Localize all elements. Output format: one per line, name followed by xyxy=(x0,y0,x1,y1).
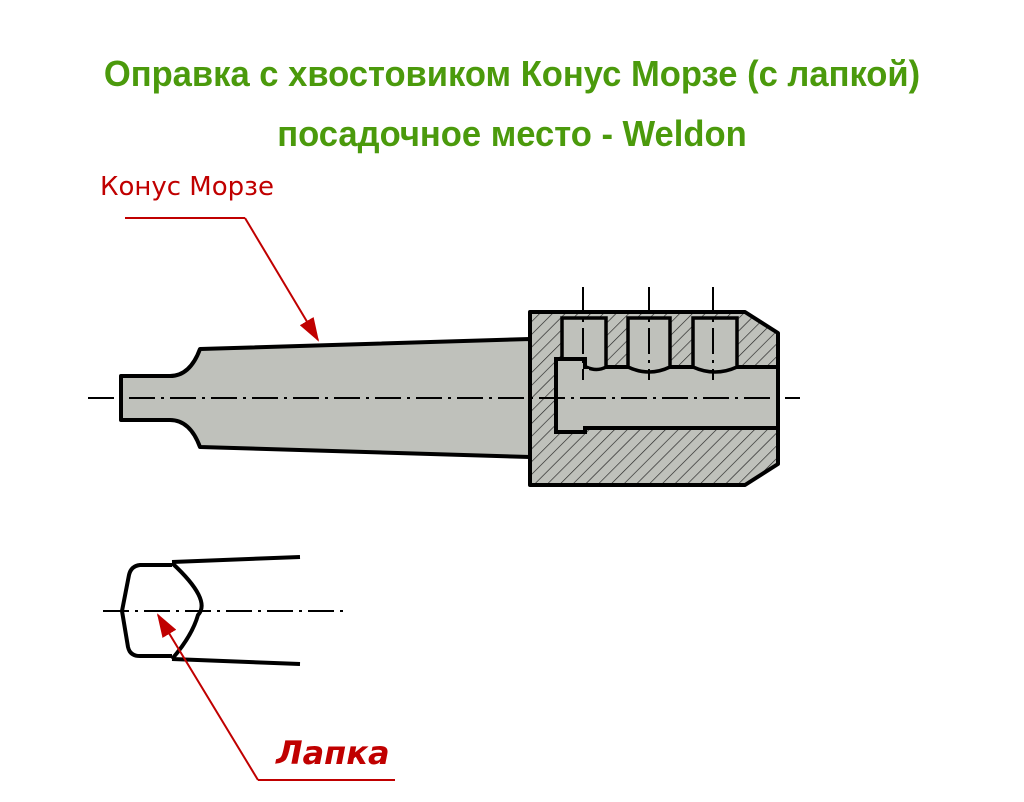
tang-label: Лапка xyxy=(276,734,390,772)
title-line-1: Оправка с хвостовиком Конус Морзе (с лап… xyxy=(103,53,921,94)
bore-back-slot xyxy=(554,357,587,434)
morse-taper-label: Конус Морзе xyxy=(100,172,274,202)
title-line-2: посадочное место - Weldon xyxy=(277,113,747,154)
morse-taper-callout xyxy=(125,217,320,342)
tang-callout xyxy=(156,613,395,781)
center-lines xyxy=(88,287,800,612)
tang-view xyxy=(120,555,301,666)
